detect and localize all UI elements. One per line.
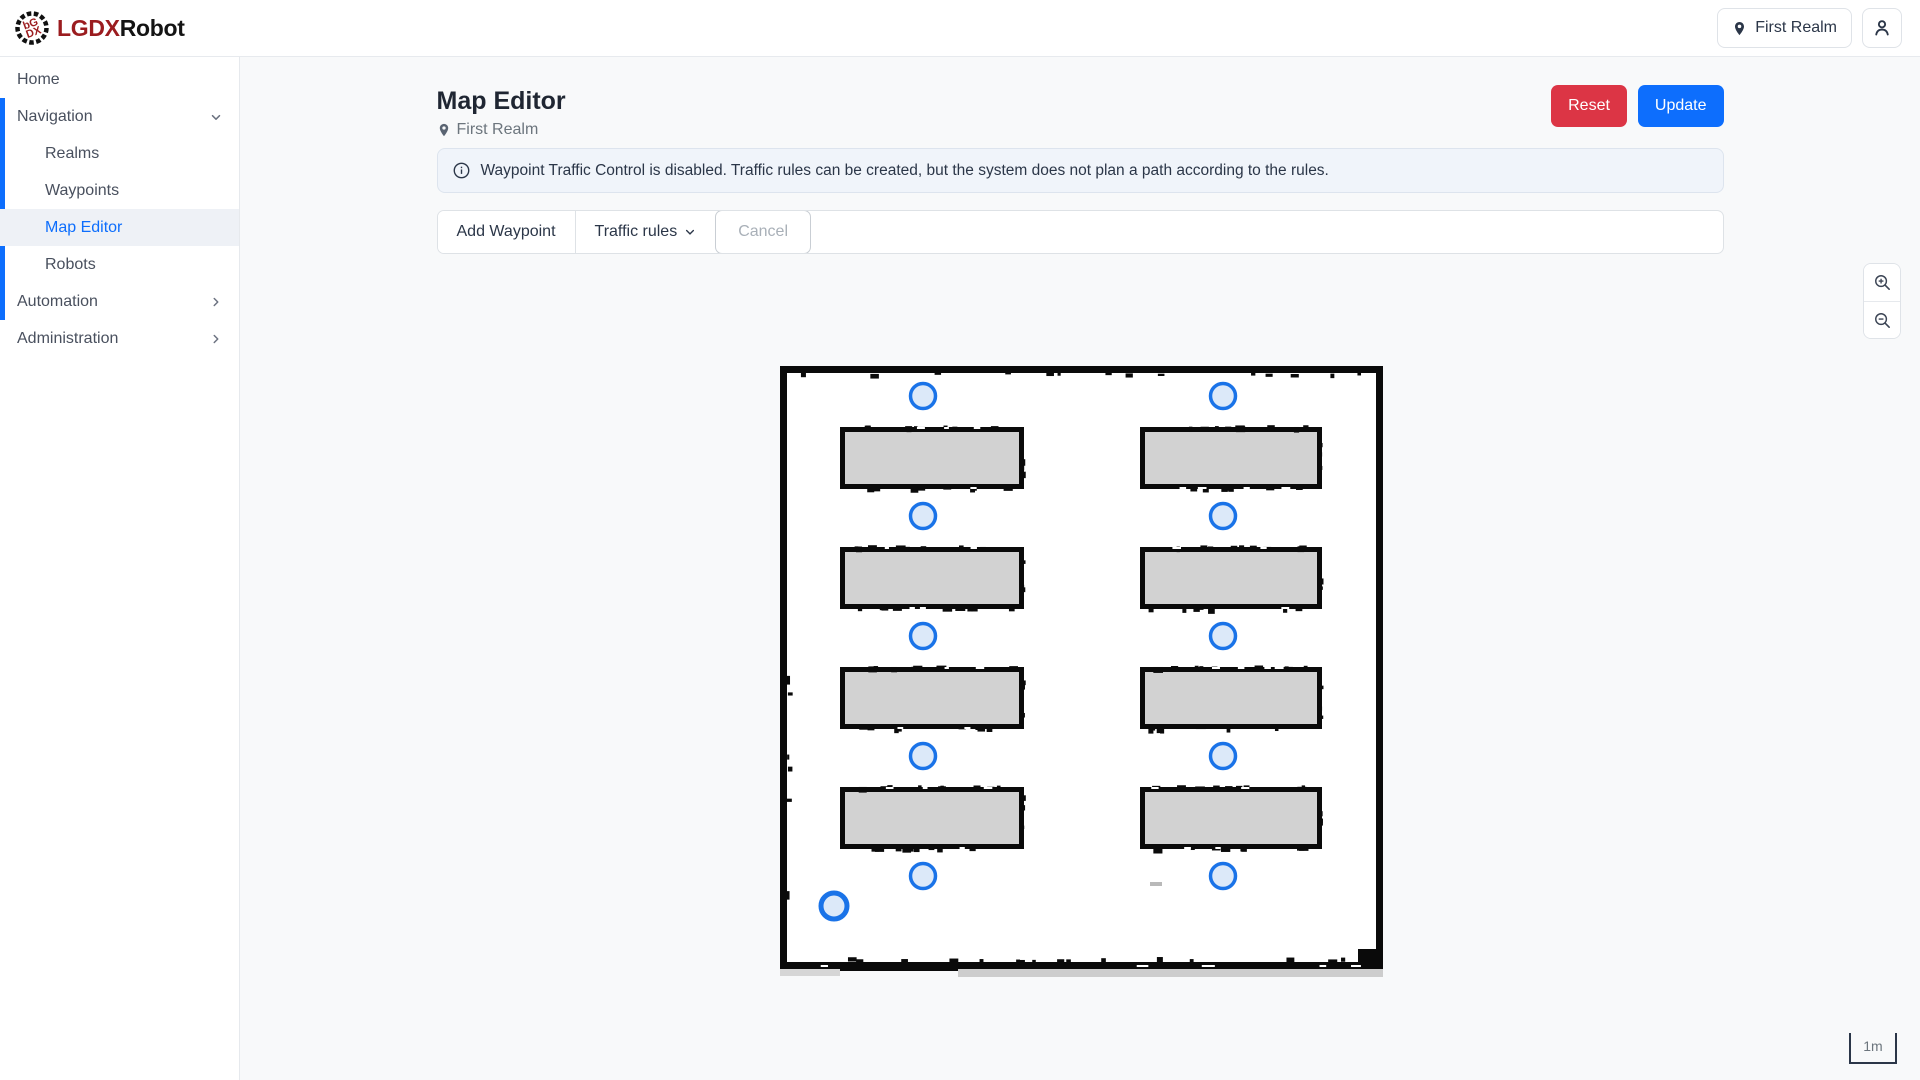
svg-text:bG: bG xyxy=(21,16,39,33)
page-title: Map Editor xyxy=(436,87,566,115)
waypoint[interactable] xyxy=(908,621,937,651)
traffic-rules-label: Traffic rules xyxy=(594,223,678,240)
waypoint[interactable] xyxy=(1208,741,1237,771)
lgdx-logo-icon: bG DX xyxy=(15,11,49,45)
map-toolbar: Add Waypoint Traffic rules Cancel xyxy=(436,210,1724,254)
waypoint[interactable] xyxy=(908,861,937,891)
zoom-out-button[interactable] xyxy=(1864,301,1900,338)
map-canvas[interactable] xyxy=(779,366,1384,980)
add-waypoint-button[interactable]: Add Waypoint xyxy=(437,211,575,253)
map-canvas-area[interactable] xyxy=(437,254,1724,1080)
waypoint[interactable] xyxy=(1208,501,1237,531)
toolbar-divider xyxy=(574,211,576,253)
shelf-obstacle xyxy=(839,545,1026,612)
brand-text: LGDXRobot xyxy=(57,14,185,41)
sidebar-item-label: Realms xyxy=(45,144,100,162)
sidebar-item-navigation[interactable]: Navigation xyxy=(0,98,239,135)
sidebar-item-label: Map Editor xyxy=(45,218,123,236)
sidebar-item-robots[interactable]: Robots xyxy=(0,246,239,283)
main-content: Map Editor First Realm Reset Update xyxy=(240,57,1920,1080)
realm-selector-label: First Realm xyxy=(1755,19,1837,36)
shelf-obstacle xyxy=(1139,785,1323,854)
shelf-obstacle xyxy=(1139,425,1323,493)
traffic-control-alert: Waypoint Traffic Control is disabled. Tr… xyxy=(436,148,1724,193)
update-button[interactable]: Update xyxy=(1637,85,1724,127)
scale-label: 1m xyxy=(1863,1037,1883,1054)
map-artifact xyxy=(1149,882,1162,886)
zoom-out-icon xyxy=(1874,312,1890,328)
location-pin-icon xyxy=(1735,21,1745,35)
sidebar-item-label: Automation xyxy=(17,292,98,310)
chevron-right-icon xyxy=(209,332,223,346)
page-header: Map Editor First Realm xyxy=(437,85,566,139)
alert-text: Waypoint Traffic Control is disabled. Tr… xyxy=(480,161,1329,179)
waypoint[interactable] xyxy=(908,741,937,771)
zoom-in-button[interactable] xyxy=(1864,264,1900,301)
waypoint[interactable] xyxy=(1208,861,1237,891)
reset-button[interactable]: Reset xyxy=(1551,85,1627,127)
sidebar-item-administration[interactable]: Administration xyxy=(0,320,239,357)
sidebar-item-label: Robots xyxy=(45,255,96,273)
top-navbar: bG DX LGDXRobot First Realm xyxy=(0,0,1920,57)
realm-subtitle: First Realm xyxy=(437,120,566,139)
waypoint[interactable] xyxy=(1208,381,1237,411)
waypoint-selected[interactable] xyxy=(818,890,849,922)
zoom-in-icon xyxy=(1874,275,1890,290)
sidebar-item-label: Administration xyxy=(17,329,119,347)
user-menu-button[interactable] xyxy=(1862,8,1902,48)
sidebar-item-automation[interactable]: Automation xyxy=(0,283,239,320)
sidebar-item-label: Home xyxy=(17,70,60,88)
shelf-obstacle xyxy=(839,665,1026,734)
waypoint[interactable] xyxy=(908,501,937,531)
sidebar-item-waypoints[interactable]: Waypoints xyxy=(0,172,239,209)
traffic-rules-dropdown[interactable]: Traffic rules xyxy=(575,211,716,253)
sidebar-item-label: Waypoints xyxy=(45,181,120,199)
cancel-button: Cancel xyxy=(715,211,812,253)
info-icon xyxy=(453,162,469,179)
realm-name: First Realm xyxy=(456,121,539,138)
map-scale-indicator: 1m xyxy=(1849,1033,1897,1064)
sidebar-item-home[interactable]: Home xyxy=(0,61,239,98)
user-icon xyxy=(1875,20,1889,36)
chevron-right-icon xyxy=(209,295,223,309)
realm-selector-button[interactable]: First Realm xyxy=(1717,8,1852,48)
svg-text:DX: DX xyxy=(24,24,43,41)
brand[interactable]: bG DX LGDXRobot xyxy=(15,11,185,45)
chevron-down-icon xyxy=(686,229,695,235)
shelf-obstacle xyxy=(1139,665,1323,734)
shelf-obstacle xyxy=(839,785,1026,853)
sidebar-item-map-editor[interactable]: Map Editor xyxy=(0,209,239,246)
map-walls xyxy=(779,366,1383,977)
sidebar-item-label: Navigation xyxy=(17,107,93,125)
waypoint[interactable] xyxy=(1208,621,1237,651)
waypoint[interactable] xyxy=(908,381,937,411)
sidebar-item-realms[interactable]: Realms xyxy=(0,135,239,172)
shelf-obstacle xyxy=(839,425,1026,493)
zoom-controls xyxy=(1863,263,1901,339)
location-pin-icon xyxy=(439,123,448,136)
shelf-obstacle xyxy=(1139,545,1323,614)
chevron-down-icon xyxy=(209,110,223,124)
